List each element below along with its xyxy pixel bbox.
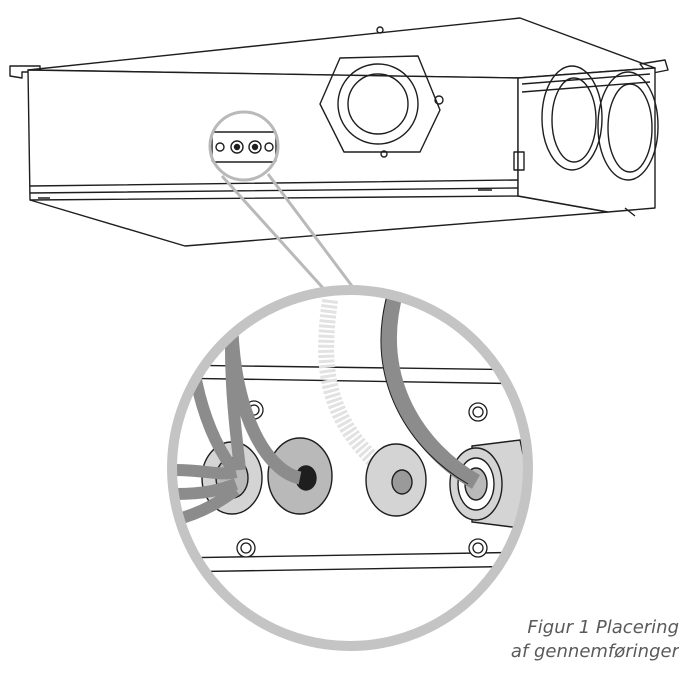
- caption-line-1: Figur 1 Placering: [527, 617, 679, 638]
- duct-connection-1: [541, 65, 603, 171]
- cable: [380, 290, 481, 489]
- penetration-hole: [233, 143, 241, 151]
- caption-line-2: af gennemføringer: [510, 641, 679, 662]
- ventilation-unit: [9, 17, 669, 247]
- figure-caption: Figur 1 Placering af gennemføringer: [480, 616, 679, 664]
- flange-screw: [376, 26, 384, 34]
- flange-screw: [434, 95, 444, 105]
- zoom-circle-frame: [167, 285, 533, 651]
- duct-connection-2-inner: [607, 83, 653, 173]
- screw-icon: [468, 402, 488, 422]
- penetration-hole: [215, 142, 225, 152]
- flange-screw: [380, 150, 388, 158]
- penetration-hole: [248, 140, 262, 154]
- hidden-cable: [318, 298, 397, 483]
- end-face: [517, 67, 656, 213]
- penetration-panel: [211, 131, 277, 163]
- zoom-connector: [220, 173, 357, 300]
- screw-icon: [236, 538, 256, 558]
- penetration-hole: [230, 140, 244, 154]
- feet: [38, 189, 636, 217]
- penetration-hole: [264, 142, 274, 152]
- duct-connection-1-inner: [551, 77, 597, 163]
- highlight-circle: [208, 110, 280, 182]
- grommet-icon: [365, 443, 427, 517]
- bottom-face: [29, 195, 609, 247]
- end-bracket: [513, 151, 525, 171]
- front-duct-inner: [347, 73, 409, 135]
- penetration-hole: [251, 143, 259, 151]
- zoom-detail: [172, 290, 528, 646]
- screw-icon: [468, 538, 488, 558]
- front-flange-plate: [319, 55, 441, 153]
- duct-connection-2: [597, 71, 659, 181]
- front-duct-flange: [337, 63, 419, 145]
